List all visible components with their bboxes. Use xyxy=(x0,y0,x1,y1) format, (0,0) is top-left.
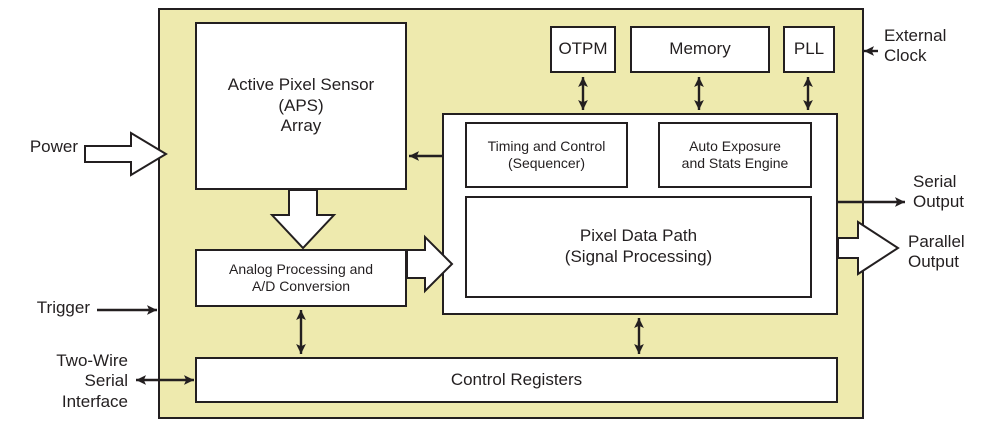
block-memory-label: Memory xyxy=(669,39,731,59)
block-pll-label: PLL xyxy=(793,39,825,59)
block-auto-exposure-label: Auto Exposure and Stats Engine xyxy=(681,137,789,171)
label-power: Power xyxy=(29,137,78,156)
block-otpm-label: OTPM xyxy=(558,39,608,59)
block-memory[interactable]: Memory xyxy=(630,26,770,73)
block-timing-and-control[interactable]: Timing and Control (Sequencer) xyxy=(465,122,628,188)
block-analog-processing[interactable]: Analog Processing and A/D Conversion xyxy=(195,249,407,307)
label-external-clock: External Clock xyxy=(884,26,947,66)
label-serial-output: Serial Output xyxy=(913,172,965,212)
block-pixel-data-path[interactable]: Pixel Data Path (Signal Processing) xyxy=(465,196,812,298)
block-aps-array[interactable]: Active Pixel Sensor (APS) Array xyxy=(195,22,407,190)
label-two-wire-serial-interface: Two-Wire Serial Interface xyxy=(56,351,128,411)
block-analog-processing-label: Analog Processing and A/D Conversion xyxy=(229,260,373,294)
block-control-registers[interactable]: Control Registers xyxy=(195,357,838,403)
block-aps-array-label: Active Pixel Sensor (APS) Array xyxy=(227,74,375,136)
block-otpm[interactable]: OTPM xyxy=(550,26,616,73)
block-control-registers-label: Control Registers xyxy=(450,369,583,389)
label-parallel-output: Parallel Output xyxy=(908,232,965,272)
label-trigger: Trigger xyxy=(36,298,90,317)
block-timing-and-control-label: Timing and Control (Sequencer) xyxy=(487,137,606,171)
block-pll[interactable]: PLL xyxy=(783,26,835,73)
connector-power-in xyxy=(84,131,168,177)
block-pixel-data-path-label: Pixel Data Path (Signal Processing) xyxy=(564,226,713,266)
block-auto-exposure[interactable]: Auto Exposure and Stats Engine xyxy=(658,122,812,188)
